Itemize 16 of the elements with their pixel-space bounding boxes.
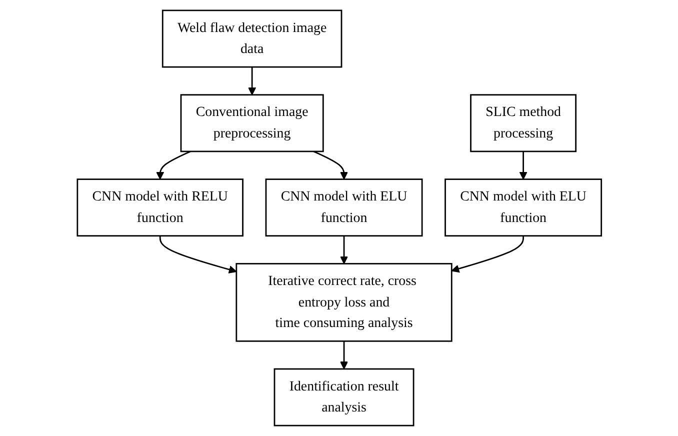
node-box: SLIC method processing: [470, 94, 576, 152]
node-box: Identification result analysis: [273, 368, 414, 426]
node-box: Weld flaw detection image data: [162, 10, 342, 68]
arrow: [340, 236, 348, 264]
node-box: Conventional image preprocessing: [180, 94, 324, 152]
arrow: [450, 236, 524, 273]
arrow: [340, 341, 348, 370]
node-box: CNN model with ELU function: [264, 178, 422, 237]
arrow: [159, 236, 236, 274]
node-box: Iterative correct rate, cross entropy loss and time consuming analysis: [235, 262, 452, 342]
node-box: CNN model with RELU function: [76, 178, 244, 237]
arrow: [313, 150, 348, 180]
arrow: [248, 67, 256, 96]
arrow: [518, 151, 527, 180]
arrow: [156, 150, 190, 180]
node-box: CNN model with ELU function: [444, 178, 602, 237]
